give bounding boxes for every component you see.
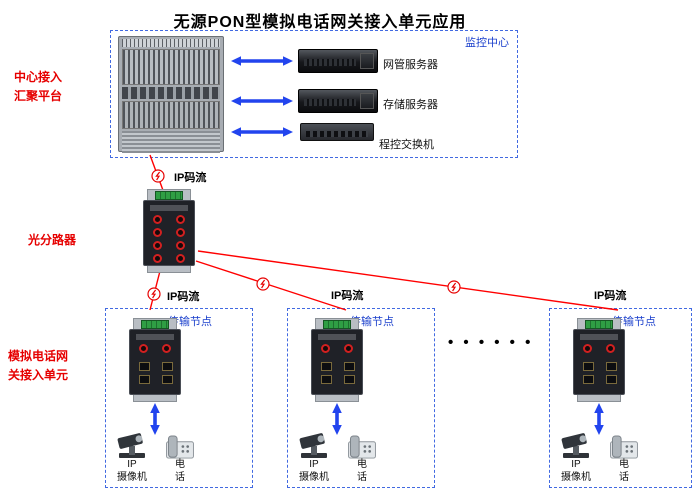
camera-label: IP 摄像机 xyxy=(561,459,591,483)
optical-ports xyxy=(321,344,355,353)
ip-camera-icon xyxy=(117,433,145,458)
link-arrow-icon xyxy=(332,403,342,435)
pbx-switch-device xyxy=(300,123,374,141)
ip-camera-icon xyxy=(299,433,327,458)
camera-label: IP 摄像机 xyxy=(117,459,147,483)
ethernet-ports xyxy=(321,362,357,384)
device-body xyxy=(143,200,195,266)
transmission-node-label: 传输节点 xyxy=(350,316,394,328)
nms-server-device xyxy=(298,49,378,73)
storage-server-device xyxy=(298,89,378,113)
ethernet-ports xyxy=(139,362,175,384)
optical-splitter-device xyxy=(140,189,198,273)
ethernet-ports xyxy=(583,362,619,384)
terminal-block xyxy=(323,320,351,329)
device-label-strip xyxy=(318,334,356,340)
rack-card-shelf xyxy=(122,49,220,85)
transmission-node-box: 传输节点 I xyxy=(105,308,253,488)
rack-module-row xyxy=(122,87,220,99)
optical-ports xyxy=(583,344,617,353)
diagram-title: 无源PON型模拟电话网关接入单元应用 xyxy=(173,14,467,31)
storage-server-label: 存储服务器 xyxy=(383,99,438,111)
zap-icon xyxy=(256,277,270,291)
terminal-block xyxy=(585,320,613,329)
phone-gateway-device xyxy=(308,318,366,402)
phone-label: 电 话 xyxy=(619,459,629,483)
camera-label: IP 摄像机 xyxy=(299,459,329,483)
phone-label: 电 话 xyxy=(175,459,185,483)
link-arrow-icon xyxy=(594,403,604,435)
optical-ports xyxy=(139,344,173,353)
transmission-node-label: 传输节点 xyxy=(168,316,212,328)
telephone-icon xyxy=(348,435,376,459)
platform-side-label: 中心接入 汇聚平台 xyxy=(14,70,63,103)
link-arrow-icon xyxy=(231,56,293,66)
rack-card-shelf xyxy=(122,101,220,129)
rack-panel xyxy=(122,39,220,47)
telephone-icon xyxy=(166,435,194,459)
zap-icon xyxy=(147,287,161,301)
terminal-block xyxy=(155,191,183,200)
optical-ports xyxy=(153,215,187,263)
transmission-node-box: 传输节点 I xyxy=(287,308,435,488)
aggregation-rack-device xyxy=(118,36,224,153)
device-label-strip xyxy=(136,334,174,340)
device-body xyxy=(129,329,181,395)
phone-label: 电 话 xyxy=(357,459,367,483)
zap-icon xyxy=(151,169,165,183)
link-arrow-icon xyxy=(231,127,293,137)
ip-stream-label: IP码流 xyxy=(594,290,627,302)
link-arrow-icon xyxy=(231,96,293,106)
ip-stream-label: IP码流 xyxy=(174,172,207,184)
ip-stream-label: IP码流 xyxy=(167,291,200,303)
splitter-side-label: 光分路器 xyxy=(28,233,77,247)
monitoring-center-label: 监控中心 xyxy=(465,37,509,49)
more-nodes-ellipsis: • • • • • • xyxy=(448,334,534,351)
zap-icon xyxy=(447,280,461,294)
nms-server-label: 网管服务器 xyxy=(383,59,438,71)
transmission-node-label: 传输节点 xyxy=(612,316,656,328)
terminal-block xyxy=(141,320,169,329)
phone-gateway-device xyxy=(570,318,628,402)
transmission-node-box: 传输节点 I xyxy=(549,308,692,488)
device-body xyxy=(311,329,363,395)
rack-vent xyxy=(122,131,220,153)
telephone-icon xyxy=(610,435,638,459)
link-arrow-icon xyxy=(150,403,160,435)
phone-gateway-device xyxy=(126,318,184,402)
device-label-strip xyxy=(580,334,618,340)
fiber-line-splitter-to-node2 xyxy=(195,260,347,311)
ip-camera-icon xyxy=(561,433,589,458)
pbx-switch-label: 程控交换机 xyxy=(379,139,434,151)
monitoring-center-box: 监控中心 xyxy=(110,30,518,158)
device-label-strip xyxy=(150,205,188,211)
gateway-side-label: 模拟电话网 关接入单元 xyxy=(8,349,69,382)
ip-stream-label: IP码流 xyxy=(331,290,364,302)
device-body xyxy=(573,329,625,395)
fiber-line-splitter-to-node3 xyxy=(197,250,619,311)
